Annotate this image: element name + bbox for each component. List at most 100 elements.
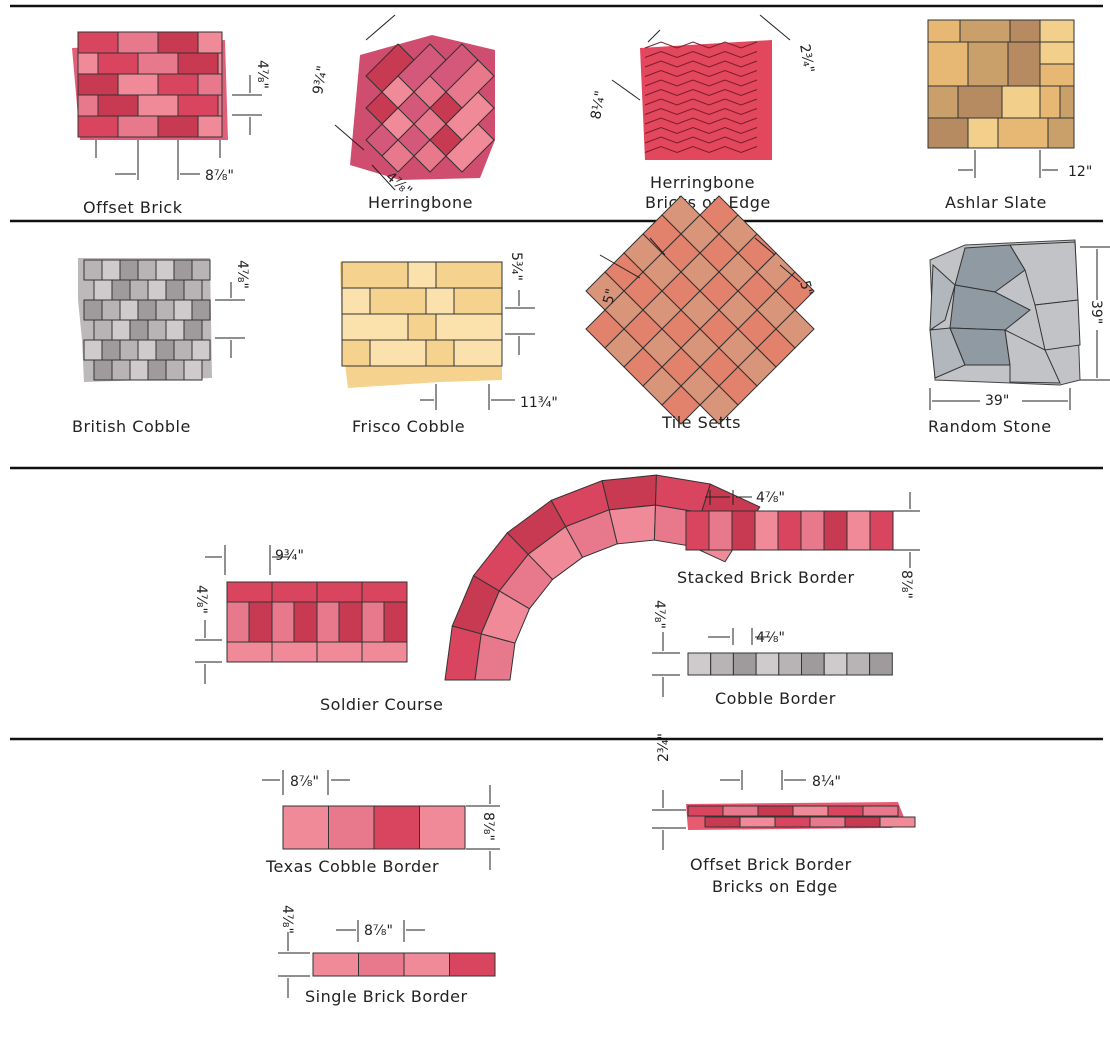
soldier-brick: [361, 601, 385, 643]
curved-brick: [601, 474, 657, 511]
frisco-cobble: [425, 339, 455, 367]
edge-brick: [739, 816, 776, 828]
brick: [77, 31, 119, 54]
single-brick: [312, 952, 359, 977]
brick: [217, 52, 223, 75]
soldier-brick: [316, 601, 340, 643]
cobble: [111, 319, 131, 341]
slate-block: [959, 19, 1011, 43]
slate-block: [927, 41, 969, 87]
soldier-brick: [248, 601, 273, 643]
cobble-border-paver: [846, 652, 871, 676]
stacked-border-dim-a: 4⅞": [756, 490, 785, 506]
cobble: [83, 259, 103, 281]
cobble-border-pattern: [652, 628, 893, 697]
slate-block: [967, 41, 1009, 87]
texas-cobble: [373, 805, 420, 850]
brick: [117, 31, 159, 54]
random-stone-dim-w: 39": [985, 393, 1009, 409]
chevron-row: [644, 107, 758, 116]
cobble: [173, 299, 193, 321]
frisco-cobble: [435, 313, 503, 341]
soldier-course-pattern: [195, 545, 408, 684]
texas-cobble-border-pattern: [262, 770, 500, 870]
cobble: [173, 339, 193, 361]
soldier-brick: [383, 601, 408, 643]
stacked-brick: [869, 510, 894, 551]
cobble: [101, 299, 121, 321]
brick: [197, 73, 223, 96]
cobble: [191, 339, 211, 361]
frisco-cobble-dim-b: 11¾": [520, 395, 558, 411]
stacked-brick: [800, 510, 825, 551]
tile-sett: [661, 385, 701, 425]
british-cobble-dim: 4⅞": [234, 260, 250, 289]
cobble: [111, 279, 131, 301]
stacked-brick: [777, 510, 802, 551]
frisco-cobble: [369, 339, 427, 367]
slate-block: [1039, 85, 1061, 119]
edge-brick: [809, 816, 846, 828]
brick: [77, 73, 119, 96]
slate-block: [957, 85, 1003, 119]
brick: [137, 52, 179, 75]
herringbone-brick: [445, 59, 495, 109]
cobble-border-paver: [710, 652, 734, 676]
chevron-row: [644, 145, 758, 154]
cobble: [137, 259, 157, 281]
cobble: [129, 359, 149, 381]
chevron-row: [644, 60, 758, 68]
single-border-label: Single Brick Border: [305, 987, 468, 1006]
slate-block: [1039, 63, 1075, 87]
offset-edge-border-pattern: [652, 770, 916, 850]
slate-block: [927, 117, 969, 149]
slate-block: [967, 117, 999, 149]
soldier-brick: [226, 601, 250, 643]
herringbone-edge-dim-b: 8¼": [588, 89, 609, 120]
chevron-row: [644, 79, 758, 87]
brick: [117, 73, 159, 96]
slate-block: [1009, 19, 1041, 43]
frisco-cobble-label: Frisco Cobble: [352, 417, 465, 436]
slate-block: [927, 19, 961, 43]
offset-brick-dim-width: 8⅞": [205, 168, 234, 184]
chevron-row: [644, 88, 758, 97]
texas-cobble: [282, 805, 329, 850]
edge-brick: [757, 805, 794, 817]
stacked-brick: [731, 510, 756, 551]
cobble-border-paver: [687, 652, 712, 676]
cobble: [155, 339, 175, 361]
texas-cobble: [419, 805, 466, 850]
texas-cobble: [328, 805, 375, 850]
brick: [77, 94, 99, 117]
edge-brick: [687, 805, 724, 817]
soldier-brick: [271, 601, 295, 643]
brick: [197, 31, 223, 54]
ashlar-slate-pattern: [927, 19, 1075, 178]
stone: [1034, 299, 1081, 351]
cobble: [173, 259, 193, 281]
cobble: [183, 279, 203, 301]
frisco-cobble: [453, 339, 503, 367]
soldier-brick: [361, 641, 408, 663]
single-brick: [449, 952, 496, 977]
brick: [177, 52, 219, 75]
soldier-brick: [226, 641, 273, 663]
single-brick-border-pattern: [278, 920, 496, 998]
stone: [1004, 329, 1061, 384]
offset-brick-dim-height: 4⅞": [254, 60, 270, 89]
single-brick: [403, 952, 450, 977]
slate-block: [927, 85, 959, 119]
slate-block: [1039, 19, 1075, 43]
texas-border-dim-b: 8⅞": [480, 812, 496, 841]
frisco-cobble: [341, 287, 371, 315]
cobble: [155, 299, 175, 321]
cobble-border-paver: [823, 652, 848, 676]
brick: [157, 31, 199, 54]
cobble: [93, 359, 113, 381]
cobble: [129, 319, 149, 341]
stone: [929, 263, 956, 331]
frisco-cobble-dim-a: 5¾": [508, 252, 524, 281]
herringbone-edge-pattern: [611, 14, 791, 160]
